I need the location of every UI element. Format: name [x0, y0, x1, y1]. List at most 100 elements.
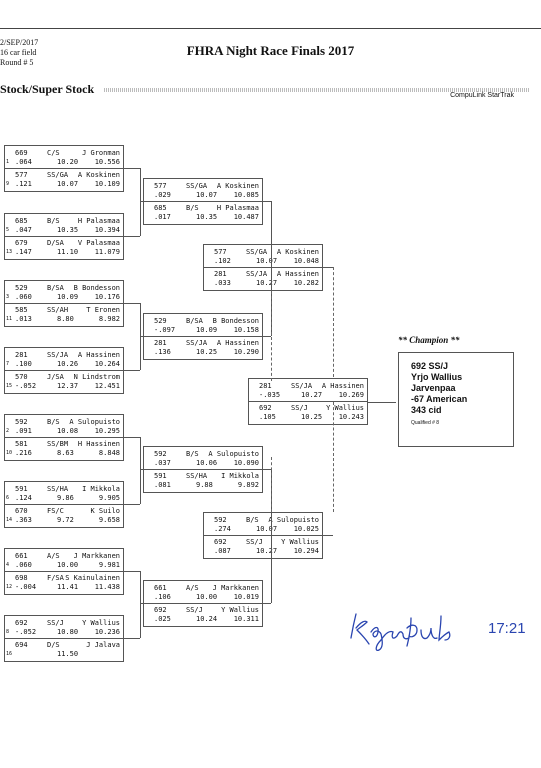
- entry-rt: .017: [154, 213, 171, 221]
- bracket-line: [140, 437, 141, 504]
- entry-car: 685: [154, 204, 167, 212]
- entry-driver: A Sulopuisto: [268, 516, 319, 524]
- bracket-line: [263, 201, 271, 202]
- entry-driver: A Hassinen: [216, 339, 259, 347]
- entry-cls: SS/J: [47, 619, 64, 627]
- entry-et: 10.269: [338, 391, 364, 399]
- entry-car: 692: [154, 606, 167, 614]
- entry-dial: 10.00: [57, 561, 79, 569]
- entry-car: 591: [15, 485, 28, 493]
- entry-dial: 10.26: [57, 360, 79, 368]
- entry-driver: A Koskinen: [77, 171, 120, 179]
- entry-rt: .106: [154, 593, 171, 601]
- entry-driver: I Mikkola: [82, 485, 120, 493]
- entry-driver: N Lindstrom: [73, 373, 120, 381]
- bracket-line: [140, 201, 143, 202]
- bracket-line: [140, 571, 141, 638]
- entry-seed: 1: [6, 159, 10, 165]
- entry-driver: A Sulopuisto: [69, 418, 120, 426]
- entry-cls: SS/BM: [47, 440, 69, 448]
- matchup-divider: [144, 336, 262, 337]
- matchup-divider: [5, 571, 123, 572]
- entry-dial: 11.41: [57, 583, 79, 591]
- entry-rt: .064: [15, 158, 32, 166]
- entry-driver: H Palasmaa: [216, 204, 259, 212]
- bracket-dashed-line: [333, 267, 334, 377]
- entry-seed: 16: [6, 651, 13, 657]
- entry-rt: .087: [214, 547, 231, 555]
- entry-car: 692: [214, 538, 227, 546]
- entry-dial: 10.27: [256, 279, 278, 287]
- champion-town: Jarvenpaa: [411, 383, 456, 393]
- entry-seed: 14: [6, 517, 13, 523]
- entry-seed: 9: [6, 181, 10, 187]
- entry-rt: -.052: [15, 628, 37, 636]
- bracket-line: [124, 303, 140, 304]
- champion-box: 692 SS/J Yrjo Wallius Jarvenpaa -67 Amer…: [398, 352, 514, 447]
- entry-driver: J Gronman: [82, 149, 120, 157]
- signature: [350, 613, 451, 652]
- entry-seed: 12: [6, 584, 13, 590]
- entry-cls: SS/HA: [47, 485, 69, 493]
- entry-seed: 5: [6, 227, 10, 233]
- entry-cls: SS/GA: [47, 171, 69, 179]
- entry-et: 10.085: [233, 191, 259, 199]
- bracket-line: [323, 535, 333, 536]
- entry-dial: 10.35: [196, 213, 218, 221]
- entry-dial: 11.50: [57, 650, 79, 658]
- matchup-divider: [144, 469, 262, 470]
- matchup-divider: [5, 303, 123, 304]
- entry-dial: 10.00: [196, 593, 218, 601]
- bracket-dashed-line: [333, 402, 334, 512]
- entry-rt: .124: [15, 494, 32, 502]
- entry-driver: J Markkanen: [73, 552, 120, 560]
- bracket-line: [124, 168, 140, 169]
- matchup-divider: [144, 201, 262, 202]
- entry-rt: -.004: [15, 583, 37, 591]
- champion-label: ** Champion **: [398, 335, 460, 345]
- entry-et: 10.236: [94, 628, 120, 636]
- entry-driver: A Hassinen: [276, 270, 319, 278]
- entry-rt: .091: [15, 427, 32, 435]
- entry-car: 577: [15, 171, 28, 179]
- entry-cls: B/S: [186, 204, 199, 212]
- entry-driver: B Bondesson: [73, 284, 120, 292]
- matchup-divider: [5, 638, 123, 639]
- entry-driver: Y Wallius: [281, 538, 319, 546]
- entry-et: 8.848: [98, 449, 120, 457]
- entry-cls: A/S: [47, 552, 60, 560]
- entry-driver: A Koskinen: [276, 248, 319, 256]
- entry-cls: SS/GA: [186, 182, 208, 190]
- signature-date: 17:21: [488, 620, 526, 637]
- entry-car: 679: [15, 239, 28, 247]
- top-rule: [0, 28, 541, 29]
- entry-driver: H Palasmaa: [77, 217, 120, 225]
- entry-dial: 10.27: [301, 391, 323, 399]
- entry-et: 9.892: [237, 481, 259, 489]
- entry-rt: -.052: [15, 382, 37, 390]
- entry-car: 685: [15, 217, 28, 225]
- bracket-line: [140, 168, 141, 236]
- entry-driver: B Bondesson: [212, 317, 259, 325]
- entry-rt: -.097: [154, 326, 176, 334]
